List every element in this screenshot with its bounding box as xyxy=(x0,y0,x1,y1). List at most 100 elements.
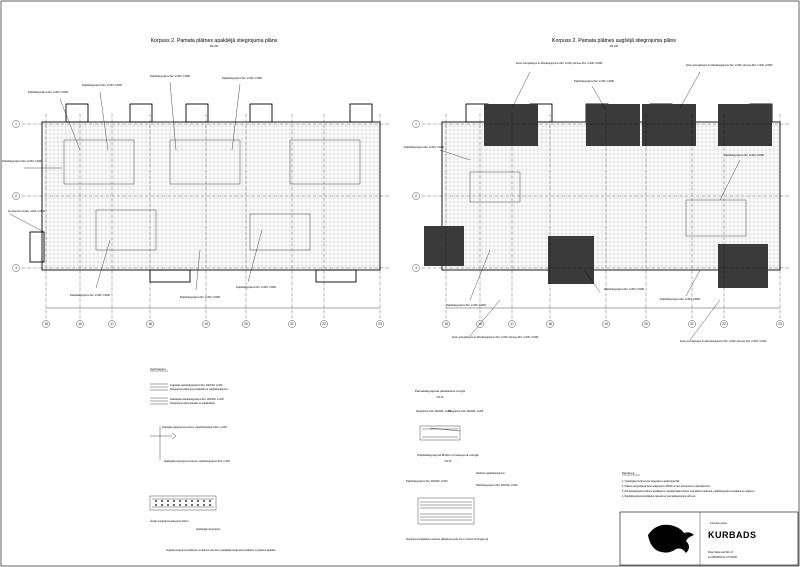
slab-section xyxy=(419,425,461,441)
leader-line xyxy=(469,299,501,337)
legend-row: Stiegrojuma plāna paralēls ar arkalkulāc… xyxy=(170,402,216,405)
axis-bubble xyxy=(12,120,20,128)
legend-row: Apakšējais pamatstiegrojums #12, 200/200… xyxy=(170,398,224,401)
axis-label: 1 xyxy=(415,122,417,126)
plan-label: Papildstiegrojums #12, s=200, l=1500 xyxy=(446,304,487,307)
legend-row: Ārējais stiegrojuma atsegums 40mm xyxy=(150,520,189,523)
axis-bubble xyxy=(42,320,50,328)
company-address: Rīga, Maira iela 52b–17 xyxy=(708,551,734,554)
axis-label: 23 xyxy=(778,322,782,326)
rebar-dot xyxy=(173,500,175,502)
rebar-dot xyxy=(179,500,181,502)
axis-bubble xyxy=(442,320,450,328)
plan-left: Korpuss 2. Pamata plātnes apakšējā stieg… xyxy=(2,38,390,328)
axis-bubble xyxy=(320,320,328,328)
plan-right-title: Korpuss 2. Pamata plātnes augšējā stiegr… xyxy=(552,38,676,44)
dowel-zone xyxy=(424,226,464,266)
plan-left-note: Ap atvērumu šveltsi, 4 #12, l=1500 xyxy=(8,210,45,213)
note-item: 1. Vispārīgās piezīmes par stiegrojumu s… xyxy=(622,480,680,483)
axis-bubble xyxy=(12,192,20,200)
leader-line xyxy=(719,159,741,201)
dowel-zone xyxy=(642,104,696,146)
rebar-dot xyxy=(173,504,175,506)
legend-row: Apakšējais stiegrojuma virziens, papilds… xyxy=(164,460,231,463)
company-logo-icon xyxy=(648,524,694,553)
legend: Apzīmējumi Augšējais pamatstiegrojums #1… xyxy=(149,367,276,552)
title-block: Inženieru grupa KURBADS Rīga, Maira iela… xyxy=(619,511,799,566)
plan-label: Zonā, kurā jāstiegro ar dūbelstiegrojumu… xyxy=(680,340,767,343)
plan-label: Papildstiegrojums #12, s=200, l=3000 xyxy=(404,146,445,149)
axis-label: 3 xyxy=(15,266,17,270)
axis-label: 15 xyxy=(44,322,48,326)
axis-label: 20 xyxy=(244,322,248,326)
rebar-zone xyxy=(685,199,747,237)
axis-label: 19 xyxy=(604,322,608,326)
axis-bubble xyxy=(720,320,728,328)
plan-left-scale: M1:100 xyxy=(210,45,219,48)
leader-line xyxy=(231,83,241,151)
rebar-dot xyxy=(185,500,187,502)
axis-label: 17 xyxy=(110,322,114,326)
rebar-dots xyxy=(155,500,211,506)
bump-out xyxy=(129,103,153,123)
detail2-note: Stiegrojuma pārlaidumi veidot ar pārlaid… xyxy=(406,538,489,541)
bump-out xyxy=(149,269,191,283)
legend-row: Augšējā stiegrojuma attālums no plātnes … xyxy=(166,549,276,552)
leader-line xyxy=(59,98,81,151)
axis-bubble xyxy=(76,320,84,328)
bump-out xyxy=(249,103,273,123)
axis-bubble xyxy=(642,320,650,328)
company-name: KURBADS xyxy=(708,530,757,540)
axis-bubble xyxy=(412,192,420,200)
plan-label: Papildstiegrojums #12, s=200, l=4000 xyxy=(574,80,615,83)
axis-label: 23 xyxy=(378,322,382,326)
legend-row: Apakšējais stiegrojums xyxy=(196,528,221,531)
plan-label: Papildstiegrojums #12, s=200, l=3000 xyxy=(82,84,123,87)
rebar-dot xyxy=(209,504,211,506)
slab-section xyxy=(417,497,475,525)
rebar-zone xyxy=(95,209,157,251)
plan-right-scale: M1:100 xyxy=(610,45,619,48)
axis-label: 17 xyxy=(510,322,514,326)
leader-line xyxy=(169,81,177,151)
dowel-zone xyxy=(718,104,772,146)
rebar-dot xyxy=(203,504,205,506)
axis-bubble xyxy=(242,320,250,328)
bump-out xyxy=(185,103,209,123)
rebar-zone xyxy=(289,139,361,185)
rebar-dot xyxy=(197,500,199,502)
bump-out xyxy=(65,103,89,123)
rebar-dot xyxy=(197,504,199,506)
plan-left-title: Korpuss 2. Pamata plātnes apakšējā stieg… xyxy=(151,38,278,44)
detail1-title: Pamatstiegrojuma pārlaiduma mezgls xyxy=(415,389,466,393)
plan-label: Papildstiegrojums #12, s=200, l=1500 xyxy=(236,286,277,289)
rebar-dot xyxy=(209,500,211,502)
rebar-zone xyxy=(169,139,241,185)
axis-bubble xyxy=(476,320,484,328)
company-group: Inženieru grupa xyxy=(710,522,727,525)
axis-bubble xyxy=(108,320,116,328)
legend-symbol xyxy=(171,432,177,437)
rebar-zone xyxy=(249,213,311,251)
rebar-dot xyxy=(155,500,157,502)
detail2-label: Atkārtots papildstiegrojums xyxy=(476,472,506,475)
leader-line xyxy=(95,239,111,289)
axis-bubble xyxy=(546,320,554,328)
legend-symbol xyxy=(171,435,177,440)
axis-label: 20 xyxy=(644,322,648,326)
axis-label: 1 xyxy=(15,122,17,126)
leader-line xyxy=(247,229,263,283)
axis-label: 2 xyxy=(15,194,17,198)
leader-line xyxy=(99,91,109,151)
leader-line xyxy=(685,269,701,297)
axis-label: 22 xyxy=(322,322,326,326)
axis-bubble xyxy=(688,320,696,328)
rebar-dot xyxy=(161,504,163,506)
leader-line xyxy=(439,149,471,161)
rebar-zone xyxy=(63,139,135,185)
plan-label: Papildstiegrojums #12, s=200, l=2000 xyxy=(724,154,765,157)
rebar-dot xyxy=(203,500,205,502)
rebar-dot xyxy=(155,504,157,506)
rebar-dot xyxy=(185,504,187,506)
plan-right: Korpuss 2. Pamata plātnes augšējā stiegr… xyxy=(404,38,790,343)
